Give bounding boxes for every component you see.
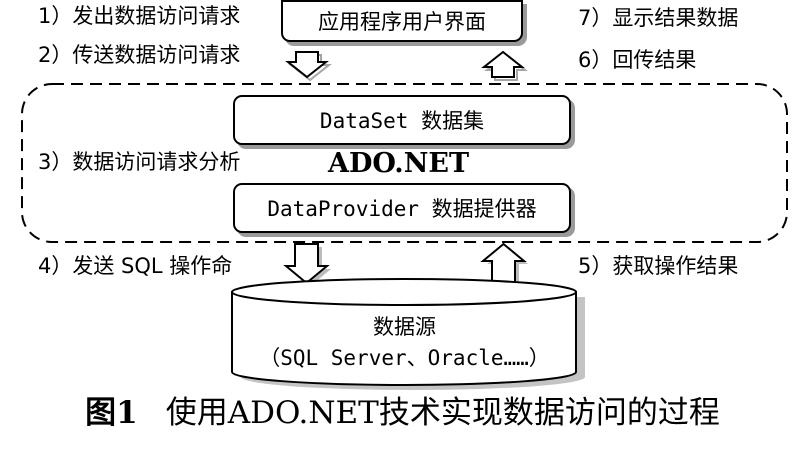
step-7-label: 7）显示结果数据: [578, 6, 739, 30]
step-2-label: 2）传送数据访问请求: [38, 43, 241, 67]
down-arrow-icon: [285, 51, 329, 79]
up-arrow-icon: [481, 50, 525, 78]
database-title: 数据源: [373, 315, 436, 339]
dataset-label: DataSet 数据集: [319, 109, 485, 133]
ado-net-label: ADO.NET: [328, 148, 470, 179]
app-ui-box: 应用程序用户界面: [281, 0, 523, 42]
database-detail: （SQL Server、Oracle……）: [259, 346, 550, 370]
up-arrow-icon: [480, 242, 527, 284]
ado-net-boundary: [21, 83, 788, 243]
step-5-label: 5）获取操作结果: [578, 254, 739, 278]
step-4-label: 4）发送 SQL 操作命: [38, 254, 233, 278]
app-ui-label: 应用程序用户界面: [318, 10, 486, 34]
figure-caption: 图1 使用ADO.NET技术实现数据访问的过程: [0, 398, 805, 429]
dataprovider-label: DataProvider 数据提供器: [267, 197, 537, 221]
step-1-label: 1）发出数据访问请求: [38, 4, 241, 28]
database-cylinder-icon: [231, 278, 585, 390]
step-3-label: 3）数据访问请求分析: [38, 150, 241, 174]
dataset-box: DataSet 数据集: [233, 95, 571, 145]
figure-caption-text: 使用ADO.NET技术实现数据访问的过程: [165, 395, 720, 431]
dataprovider-box: DataProvider 数据提供器: [233, 183, 571, 233]
down-arrow-icon: [283, 243, 330, 285]
step-6-label: 6）回传结果: [578, 48, 697, 72]
figure-number: 图1: [85, 395, 138, 431]
